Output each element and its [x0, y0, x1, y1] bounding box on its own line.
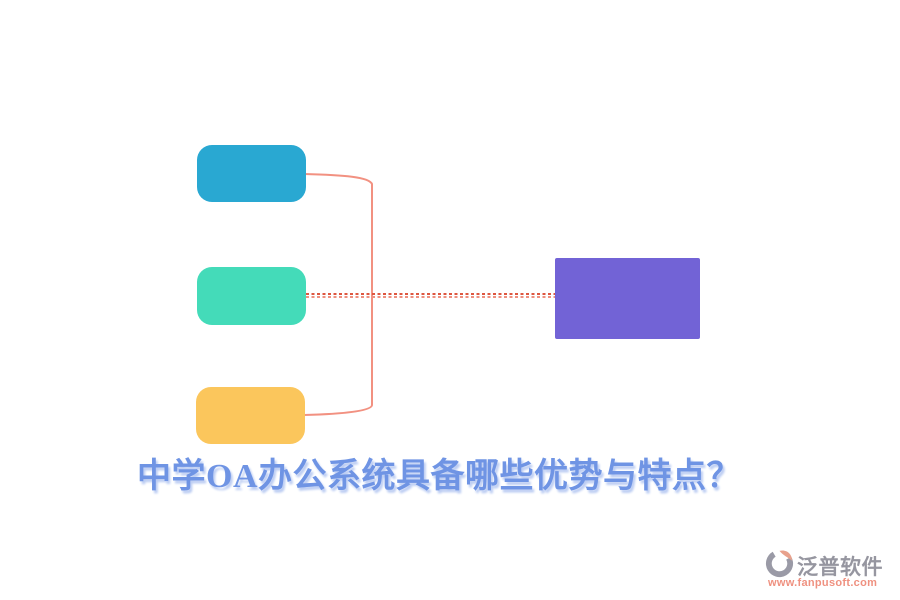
- page-title: 中学OA办公系统具备哪些优势与特点？: [137, 458, 741, 495]
- branch-node-bottom: [196, 387, 305, 444]
- branch-node-top: [197, 145, 306, 202]
- dotted-link: [306, 293, 556, 298]
- brand-url: www.fanpusoft.com: [768, 577, 878, 589]
- logo-ring: [765, 551, 794, 578]
- logo-accent-petal: [779, 550, 793, 561]
- watermark: 泛普软件 www.fanpusoft.com: [764, 548, 884, 590]
- branch-node-middle: [197, 267, 306, 325]
- fanpu-logo-icon: [765, 550, 794, 578]
- brand-name: 泛普软件: [797, 555, 883, 579]
- root-node: [555, 258, 700, 339]
